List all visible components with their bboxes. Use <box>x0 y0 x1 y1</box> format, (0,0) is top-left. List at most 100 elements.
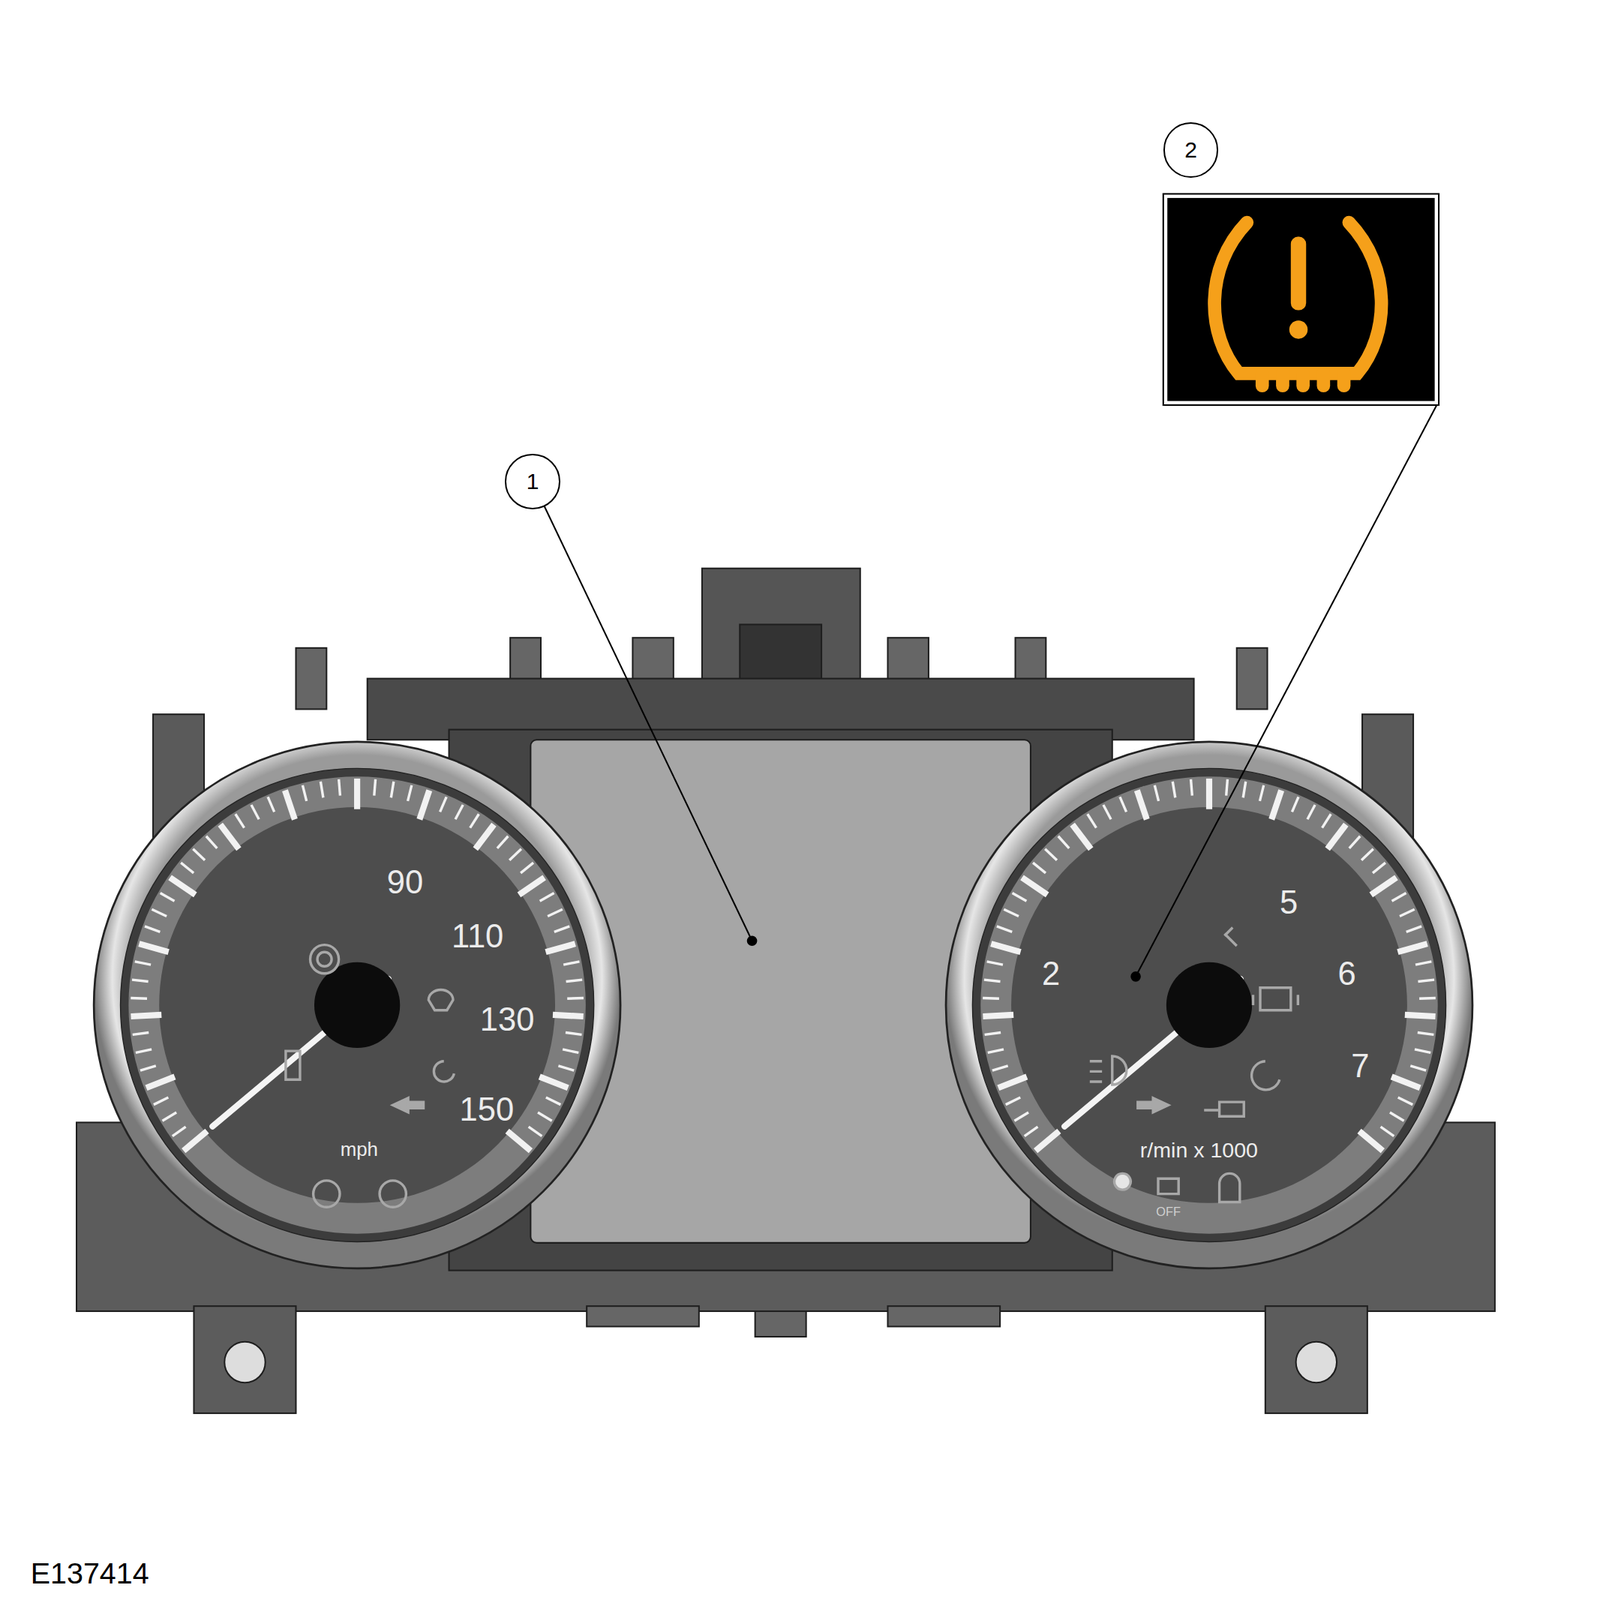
warning-icons <box>285 927 1298 1208</box>
tick-mark <box>1380 1126 1395 1137</box>
tick-mark <box>554 926 570 933</box>
tick-mark <box>1119 796 1127 812</box>
tick-mark <box>546 943 576 952</box>
tick-mark <box>1372 862 1386 874</box>
tick-mark <box>132 979 149 982</box>
tick-mark <box>419 790 430 820</box>
speed-number: 130 <box>480 1004 535 1038</box>
rpm-number: 7 <box>1350 1050 1369 1084</box>
tick-mark <box>170 877 196 895</box>
tick-mark <box>144 926 160 933</box>
tick-mark <box>497 836 509 849</box>
tick-mark <box>552 1014 584 1017</box>
tick-mark <box>1021 877 1048 895</box>
inset-ground <box>1167 198 1435 402</box>
tick-mark <box>180 862 194 874</box>
chrome-ring <box>945 741 1473 1269</box>
tachometer <box>945 741 1473 1269</box>
needle-hub <box>314 962 400 1048</box>
tick-mark <box>528 1126 543 1137</box>
tick-mark <box>160 893 175 902</box>
chrome-ring <box>93 741 621 1269</box>
tick-mark <box>537 1112 553 1121</box>
tick-mark <box>982 1014 1014 1017</box>
tick-mark <box>1415 961 1432 965</box>
tick-mark <box>130 996 148 1000</box>
tick-mark <box>1406 926 1422 933</box>
tick-mark <box>354 778 361 810</box>
tick-mark <box>339 779 341 796</box>
tick-mark <box>996 926 1012 933</box>
tick-mark <box>1005 1097 1021 1105</box>
tick-mark <box>982 996 1000 1000</box>
tick-mark <box>1417 979 1435 982</box>
tick-mark <box>235 813 245 828</box>
tick-mark <box>1307 804 1315 820</box>
tick-mark <box>990 943 1021 952</box>
tick-mark <box>1271 790 1282 820</box>
tpms-exclamation-dot <box>1289 320 1308 339</box>
tick-mark <box>285 790 295 820</box>
tick-mark <box>455 804 463 820</box>
tick-mark <box>1014 1112 1029 1121</box>
tick-mark <box>1399 909 1415 916</box>
tick-mark <box>1226 779 1228 796</box>
speedometer <box>93 741 621 1269</box>
callout-number: 1 <box>526 470 540 493</box>
tick-mark <box>440 796 448 812</box>
tick-mark <box>390 781 394 798</box>
tick-mark <box>172 1126 187 1137</box>
dial-bezel <box>972 768 1446 1242</box>
speed-number: 90 <box>387 866 424 900</box>
rpm-number: 5 <box>1279 886 1298 920</box>
tick-mark <box>162 1112 177 1121</box>
tick-mark <box>267 796 275 812</box>
tick-mark <box>1291 796 1299 812</box>
tick-mark <box>1242 781 1246 798</box>
tick-mark <box>153 1097 169 1105</box>
tick-mark <box>132 1032 150 1036</box>
tick-mark <box>140 1065 157 1071</box>
figure-number: E137414 <box>30 1558 150 1588</box>
leader-lines <box>544 405 1437 982</box>
tick-mark <box>470 813 480 828</box>
tick-mark <box>1414 1049 1431 1054</box>
callout-number: 2 <box>1184 138 1198 162</box>
tpms-symbol <box>1214 222 1382 387</box>
tick-mark <box>1154 785 1159 802</box>
tick-mark <box>519 877 545 895</box>
speed-number: 150 <box>459 1093 515 1127</box>
tick-mark <box>1397 943 1427 952</box>
tick-mark <box>992 1065 1009 1071</box>
tick-mark <box>1072 824 1092 850</box>
needle-hub <box>1166 962 1252 1048</box>
tick-mark <box>1259 785 1264 802</box>
tick-mark <box>1322 813 1332 828</box>
tick-mark <box>1359 1131 1383 1151</box>
tick-mark <box>1327 824 1347 850</box>
tick-mark <box>408 785 412 802</box>
tick-mark <box>563 961 580 965</box>
tick-mark <box>475 824 495 850</box>
tick-mark <box>151 909 167 916</box>
tick-band <box>128 776 586 1234</box>
tick-mark <box>1035 1131 1060 1151</box>
tick-mark <box>251 804 259 820</box>
unit-label: r/min x 1000 <box>1140 1139 1258 1162</box>
tick-mark <box>220 824 240 850</box>
tick-mark <box>206 836 218 849</box>
tick-mark <box>146 1076 175 1088</box>
tick-mark <box>135 961 151 965</box>
tick-mark <box>302 785 307 802</box>
rpm-number: 2 <box>1041 957 1060 991</box>
tick-mark <box>1103 804 1111 820</box>
tick-mark <box>320 781 324 798</box>
tick-mark <box>1191 779 1193 796</box>
tick-mark <box>1361 849 1374 861</box>
tick-mark <box>562 1049 579 1054</box>
tick-mark <box>567 996 584 1000</box>
tick-mark <box>183 1131 208 1151</box>
tpms-exclamation <box>1290 237 1306 311</box>
tick-mark <box>520 862 534 874</box>
